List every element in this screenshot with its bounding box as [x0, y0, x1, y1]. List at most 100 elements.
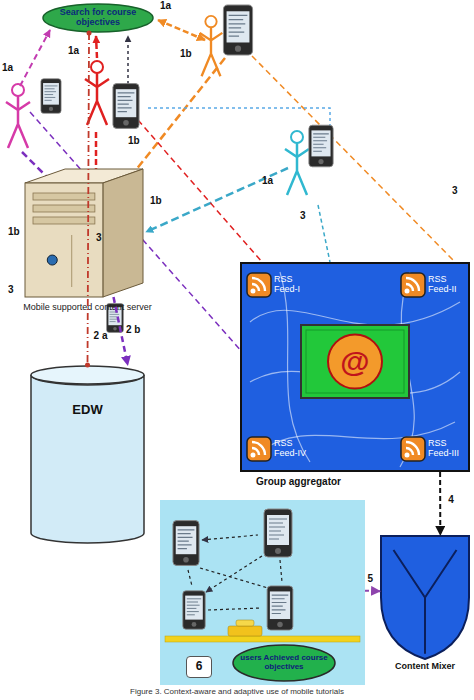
mobile-phone — [264, 509, 292, 557]
mobile-phone — [113, 84, 139, 129]
mobile-phone — [267, 586, 293, 630]
node-text: RSS Feed-II — [428, 268, 466, 302]
rss-waves — [252, 278, 265, 291]
rss-feed: RSS Feed-IV — [246, 432, 312, 466]
callout-number: 1b — [128, 135, 140, 146]
node-text: @ — [300, 324, 410, 399]
mobile-phone — [173, 521, 199, 566]
peer-link — [188, 535, 282, 610]
request-line — [158, 20, 205, 40]
content-mixer: Content Mixer — [380, 535, 470, 660]
server-seam — [71, 235, 72, 287]
rss-icon — [247, 273, 271, 297]
user-figure — [85, 61, 109, 125]
power-button — [47, 255, 57, 265]
peer-phones — [165, 509, 360, 642]
aggregator-panel: Group aggregatorRSS Feed-IRSS Feed-II@RS… — [240, 262, 470, 472]
node-text: RSS Feed-III — [428, 432, 466, 466]
callout-number: 3 — [452, 185, 458, 196]
feed-line — [318, 205, 330, 262]
callout-number: 3 — [8, 284, 14, 295]
node-text: users Achieved course objectives — [240, 644, 328, 682]
user-figure — [200, 16, 223, 76]
rss-dot — [251, 289, 256, 294]
feed-line — [138, 120, 262, 262]
goal-ellipse: Search for course objectives — [42, 3, 154, 33]
rss-waves — [252, 442, 265, 455]
step-number: 2 a — [94, 330, 108, 341]
node-text: EDW — [30, 403, 145, 417]
rss-dot — [405, 453, 410, 458]
rss-feed: RSS Feed-I — [246, 268, 312, 302]
node-text: Search for course objectives — [46, 3, 150, 33]
callout-number: 1a — [68, 45, 79, 56]
step-number: 4 — [448, 494, 454, 505]
mix-link — [365, 590, 380, 593]
feed-line — [252, 56, 455, 262]
data-warehouse-outline — [30, 365, 145, 543]
callout-number: 1b — [8, 226, 20, 237]
request-line — [96, 36, 97, 58]
outcome-ellipse: users Achieved course objectives — [232, 644, 336, 682]
mixer-y-lines — [394, 550, 457, 654]
rss-feed: RSS Feed-II — [400, 268, 466, 302]
email-hub: @ — [300, 324, 410, 399]
content-mixer-outline — [380, 535, 470, 660]
aggregate-link — [439, 472, 441, 535]
data-warehouse: EDW — [30, 365, 145, 543]
cylinder-body — [31, 375, 144, 543]
ellipse-outline — [43, 4, 153, 32]
feed-line — [148, 108, 330, 136]
yellow-item — [236, 620, 254, 626]
mobile-phone — [309, 125, 333, 167]
query-link — [88, 33, 90, 365]
store-link — [114, 297, 128, 365]
content-server-outline — [25, 165, 143, 297]
node-text: RSS Feed-IV — [274, 432, 312, 466]
mobile-phone — [183, 591, 205, 629]
node-text: Mobile supported content server — [0, 303, 175, 313]
user-figure — [6, 84, 30, 148]
step-number: 5 — [368, 573, 374, 584]
server-line — [146, 168, 288, 232]
rss-icon — [401, 437, 425, 461]
node-text: 6 — [186, 656, 212, 678]
mobile-phone — [223, 5, 252, 55]
rss-dot — [251, 453, 256, 458]
drive-bay — [33, 193, 95, 200]
node-text: RSS Feed-I — [274, 268, 312, 302]
request-line — [20, 30, 50, 86]
callout-number: 1a — [262, 175, 273, 186]
rss-icon — [247, 437, 271, 461]
end-dot — [87, 31, 92, 36]
ellipse-outline — [233, 645, 335, 681]
mobile-phone — [41, 79, 61, 114]
drive-bay — [33, 205, 95, 212]
callout-number: 3 — [300, 210, 306, 221]
callout-number: 1b — [180, 48, 192, 59]
table-bar — [165, 636, 360, 642]
step-number: 2 b — [126, 324, 140, 335]
mixer-body — [381, 536, 469, 659]
rss-waves — [406, 442, 419, 455]
node-text: Content Mixer — [370, 662, 474, 672]
request-line — [127, 36, 129, 84]
callout-number: 1b — [150, 195, 162, 206]
rss-dot — [405, 289, 410, 294]
end-dot — [85, 363, 90, 368]
server-side — [103, 169, 143, 297]
user-figure — [285, 131, 309, 195]
rss-feed: RSS Feed-III — [400, 432, 466, 466]
figure-caption: Figure 3. Context-aware and adaptive use… — [0, 688, 474, 697]
panel-swirl — [250, 302, 460, 325]
content-server: Mobile supported content server — [25, 165, 143, 297]
callout-number: 1a — [160, 0, 171, 11]
drive-bay — [33, 217, 95, 224]
collaboration-area: 6 users Achieved course objectives — [160, 500, 365, 685]
callout-number: 1a — [2, 62, 13, 73]
yellow-item — [228, 626, 262, 636]
cylinder-top — [31, 366, 144, 384]
server-front — [25, 183, 103, 297]
rss-waves — [406, 278, 419, 291]
